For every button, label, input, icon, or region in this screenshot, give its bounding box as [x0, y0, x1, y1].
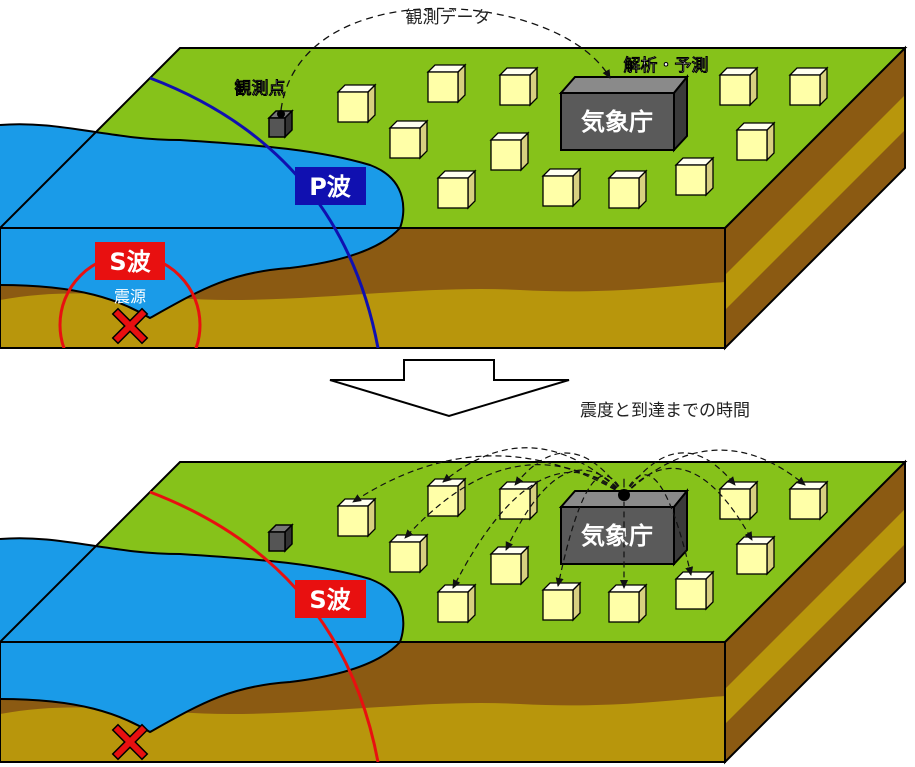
bottom-panel: 気象庁 震度と到達までの時間 S波 [0, 401, 908, 765]
station-label: 観測点 [235, 78, 286, 99]
house-icon [388, 119, 429, 160]
house-icon [426, 477, 467, 518]
s-wave-badge: S波 [295, 580, 366, 618]
house-icon [735, 535, 776, 576]
p-wave-front [149, 76, 380, 348]
house-icon [541, 167, 582, 208]
house-icon [498, 480, 539, 521]
house-icon [735, 121, 776, 162]
broadcast-arrow [623, 449, 806, 496]
p-wave-label: P波 [309, 173, 352, 201]
house-icon [718, 480, 759, 521]
house-icon [489, 545, 530, 586]
broadcast-arrow [623, 467, 753, 541]
agency-label: 気象庁 [581, 522, 653, 550]
house-icon [541, 581, 582, 622]
house-icon [788, 66, 829, 107]
house-icon [426, 63, 467, 104]
broadcast-origin [618, 489, 630, 501]
house-icon [498, 66, 539, 107]
house-icon [336, 497, 377, 538]
broadcast-arrow [404, 464, 625, 539]
epicenter-mark [111, 723, 149, 761]
agency-building: 気象庁 [558, 74, 690, 153]
side-soil-light [725, 95, 905, 310]
broadcast-arrow [623, 474, 694, 576]
s-wave-label: S波 [309, 586, 351, 614]
observation-station [267, 523, 294, 553]
houses-top [336, 63, 829, 210]
house-icon [674, 570, 715, 611]
agency-label: 気象庁 [581, 108, 653, 136]
house-icon [674, 156, 715, 197]
house-icon [718, 66, 759, 107]
house-icon [336, 83, 377, 124]
house-icon [436, 583, 477, 624]
broadcast-label: 震度と到達までの時間 [580, 401, 750, 421]
epicenter-mark [111, 307, 149, 345]
broadcast-arrow [623, 452, 736, 496]
transition-arrow [329, 359, 570, 418]
house-icon [489, 131, 530, 172]
house-icon [436, 169, 477, 210]
house-icon [607, 583, 648, 624]
s-wave-label: S波 [109, 248, 151, 276]
house-icon [607, 169, 648, 210]
s-wave-front [149, 490, 380, 762]
broadcast-arrows [352, 447, 806, 589]
observation-station [267, 109, 294, 139]
epicenter-label: 震源 [114, 287, 146, 306]
broadcast-arrow [555, 475, 625, 587]
house-icon [388, 533, 429, 574]
house-icon [788, 480, 829, 521]
s-wave-badge: S波 [95, 242, 165, 280]
houses-bottom [336, 477, 829, 624]
broadcast-arrow [514, 452, 625, 496]
broadcast-arrow [442, 447, 625, 496]
broadcast-arrow [505, 469, 625, 551]
broadcast-arrow [452, 471, 625, 589]
observation-data-label: 観測データ [406, 7, 491, 28]
analysis-label: 解析・予測 [624, 55, 709, 76]
observation-data-arrow [280, 7, 611, 111]
p-wave-badge: P波 [295, 167, 366, 205]
top-panel: 気象庁 観測データ 観測点 解析・予測 P波 S波 震源 [0, 7, 908, 351]
broadcast-arrow [352, 455, 625, 503]
